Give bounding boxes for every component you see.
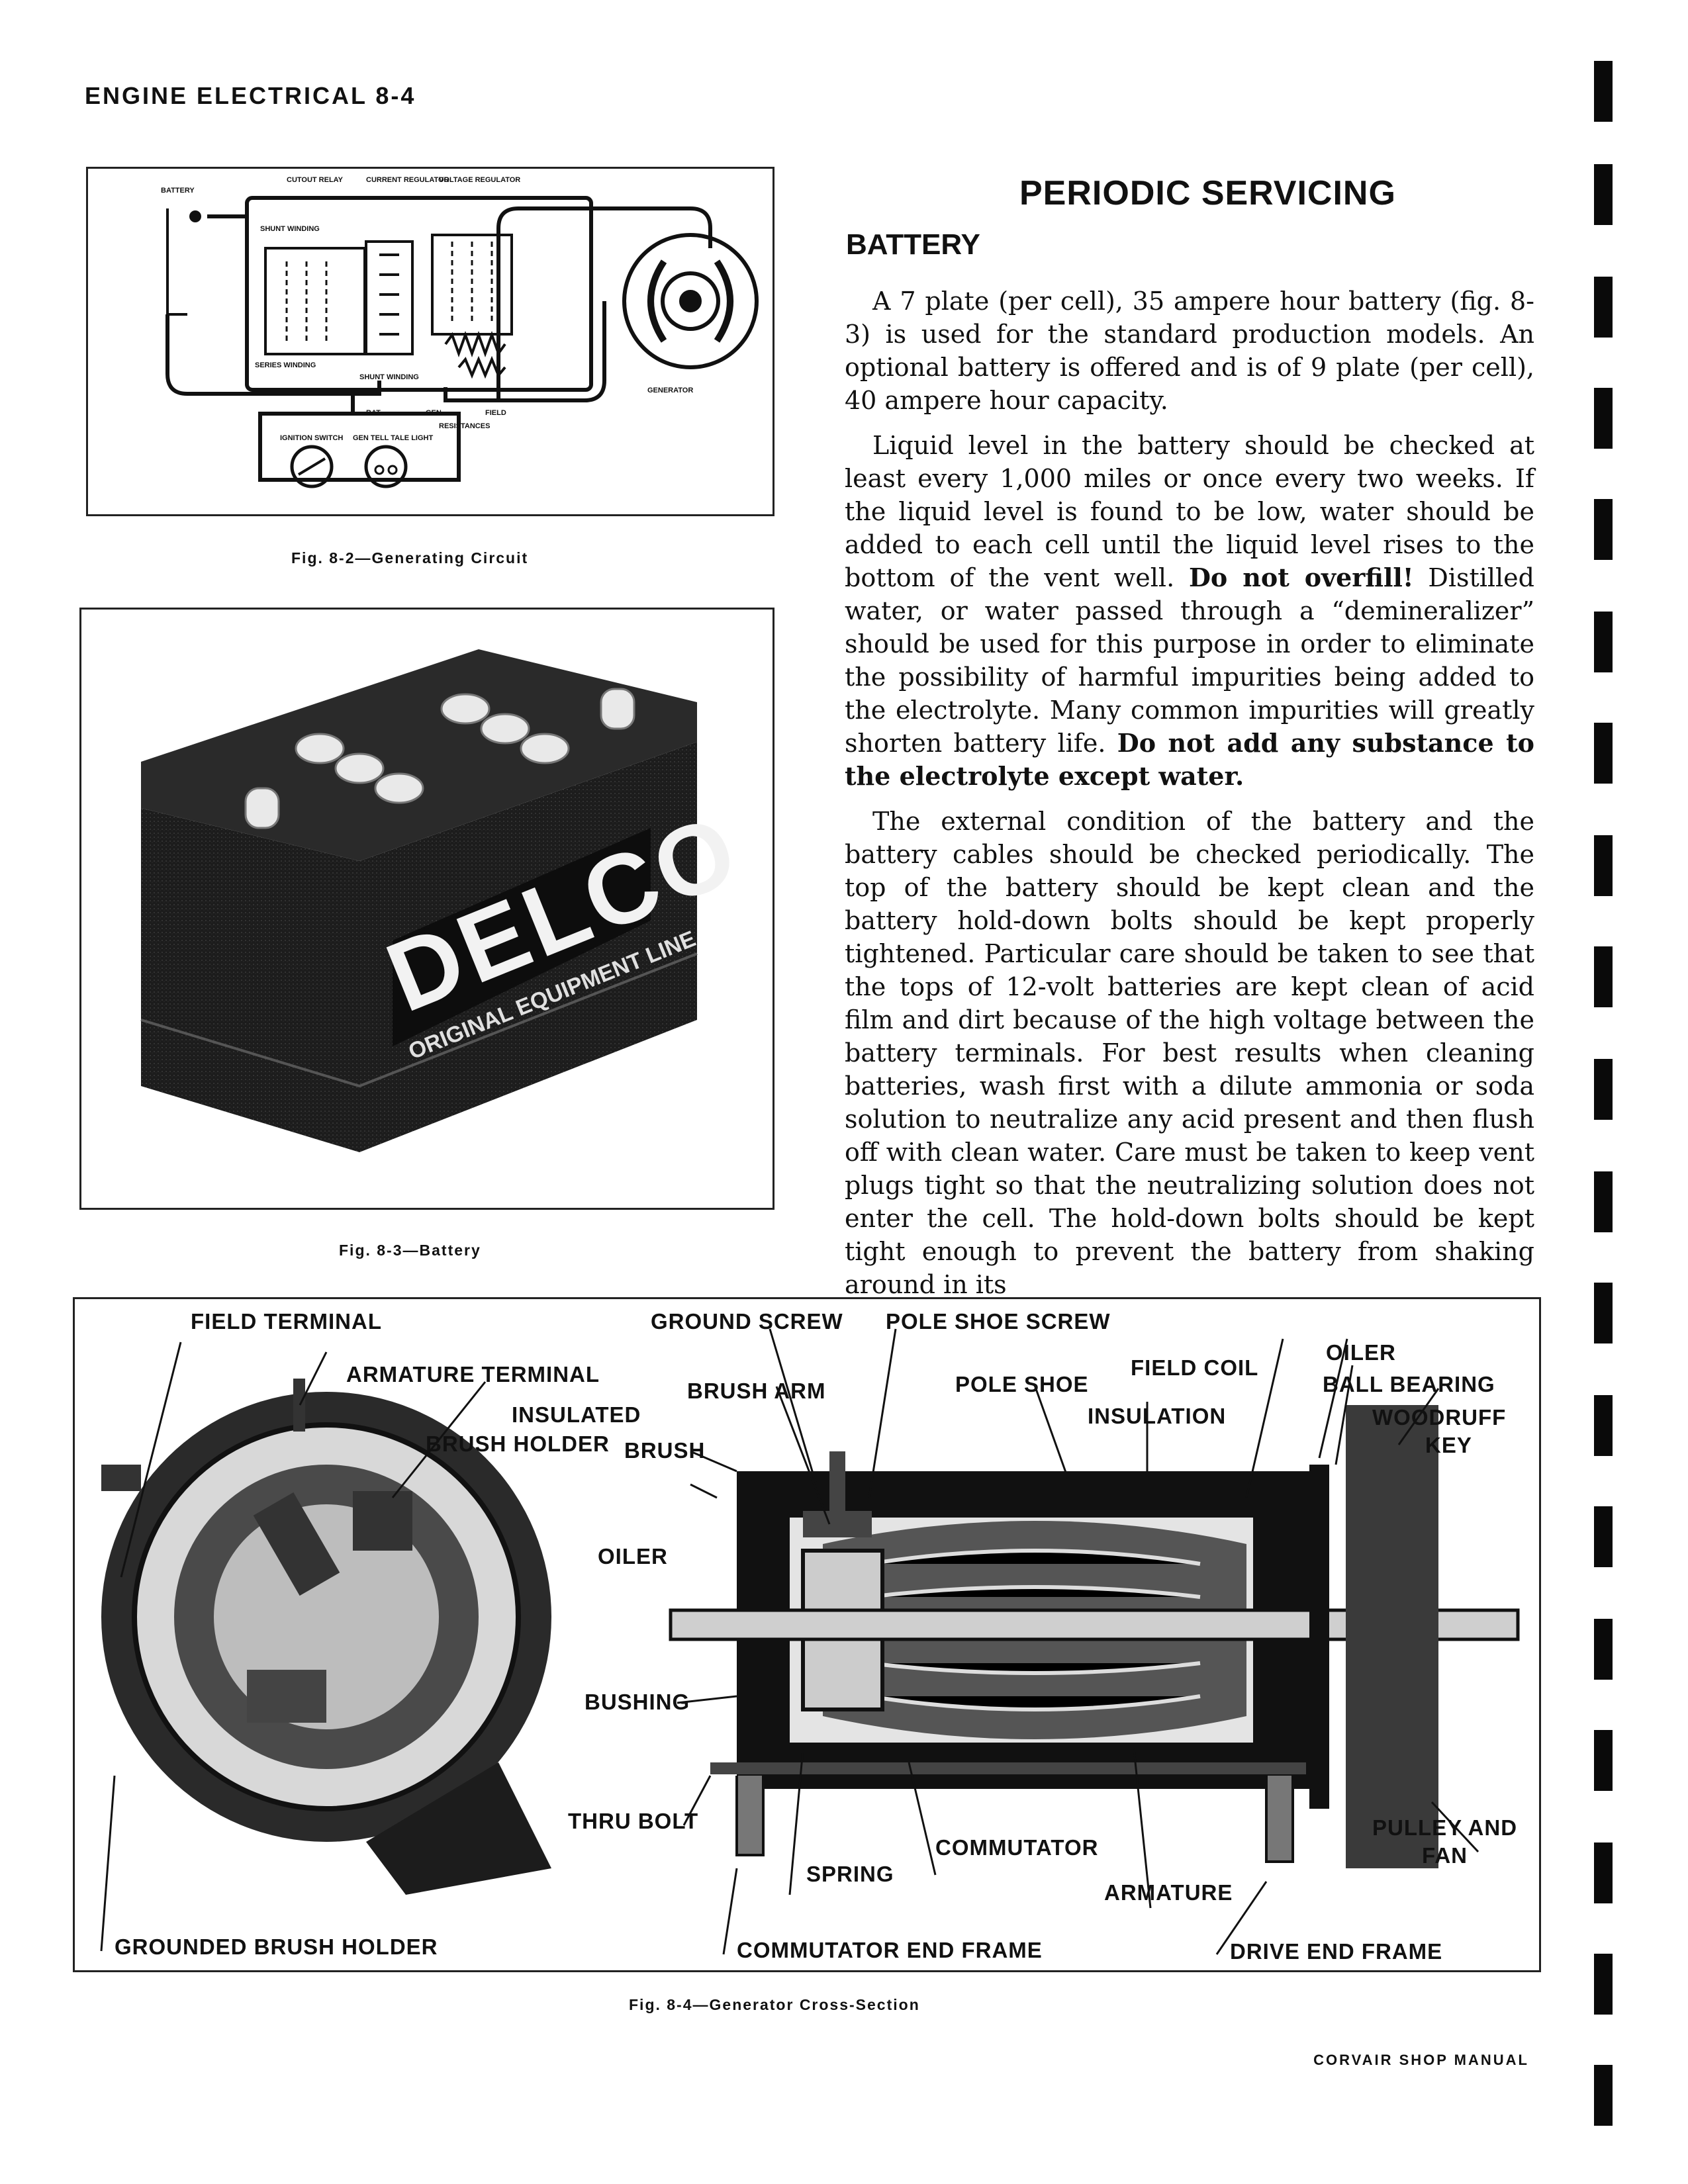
thru-bolt: [710, 1762, 1306, 1774]
fig-8-4-caption: Fig. 8-4—Generator Cross-Section: [629, 1996, 920, 2013]
tell-tale-light: [364, 445, 408, 488]
label-field-coil: FIELD COIL: [1131, 1355, 1258, 1380]
paragraph-3: The external condition of the battery an…: [845, 807, 1534, 1299]
paragraph-2-bold: Do not overfill!: [1188, 563, 1414, 592]
label-shunt-1: SHUNT WINDING: [260, 225, 320, 233]
label-ignition: IGNITION SWITCH: [280, 434, 343, 442]
binder-mark: [1594, 946, 1613, 1007]
label-generator: GENERATOR: [647, 387, 693, 394]
fig-8-3-caption: Fig. 8-3—Battery: [339, 1242, 481, 1259]
section-heading: PERIODIC SERVICING: [1019, 174, 1396, 212]
label-pole-shoe: POLE SHOE: [955, 1372, 1089, 1396]
label-brush-holder: BRUSH HOLDER: [426, 1432, 610, 1456]
label-pulley-and: PULLEY AND: [1372, 1815, 1517, 1840]
label-commutator-end-frame: COMMUTATOR END FRAME: [737, 1938, 1043, 1962]
circuit-diagram: BATTERY CUTOUT RELAY CURRENT REGULATOR V…: [161, 176, 759, 488]
binder-mark: [1594, 164, 1613, 225]
label-commutator: COMMUTATOR: [935, 1835, 1098, 1860]
label-armature: ARMATURE: [1104, 1880, 1233, 1905]
battery-side: [141, 808, 359, 1152]
binder-mark: [1594, 1059, 1613, 1120]
binder-mark: [1594, 1843, 1613, 1903]
label-voltage: VOLTAGE REGULATOR: [439, 176, 520, 184]
binder-mark: [1594, 612, 1613, 672]
battery-illustration: DELCO ORIGINAL EQUIPMENT LINE: [140, 649, 755, 1152]
binder-mark: [1594, 1395, 1613, 1456]
battery-top: [141, 649, 697, 861]
fig-8-2-generating-circuit: BATTERY CUTOUT RELAY CURRENT REGULATOR V…: [86, 167, 774, 516]
binder-mark: [1594, 1171, 1613, 1232]
label-series: SERIES WINDING: [255, 361, 316, 369]
generator-symbol: [622, 233, 759, 369]
binder-mark: [1594, 835, 1613, 896]
label-brush-arm: BRUSH ARM: [687, 1379, 825, 1403]
label-oiler-right: OILER: [1326, 1340, 1396, 1365]
subsection-heading: BATTERY: [846, 228, 980, 261]
ignition-switch: [290, 445, 334, 488]
voltage-regulator-coil: [431, 234, 513, 336]
binder-mark: [1594, 499, 1613, 560]
generator-illustration: FIELD TERMINAL ARMATURE TERMINAL INSULAT…: [100, 1309, 1520, 1964]
current-regulator-coil: [365, 240, 414, 355]
regulator-housing: [245, 196, 593, 392]
binder-mark: [1594, 1283, 1613, 1343]
label-grounded-brush-holder: GROUNDED BRUSH HOLDER: [115, 1934, 438, 1959]
binder-mark: [1594, 1619, 1613, 1680]
label-field: FIELD: [485, 409, 506, 417]
pulley: [1346, 1405, 1438, 1868]
binder-mark: [1594, 1730, 1613, 1791]
label-drive-end-frame: DRIVE END FRAME: [1230, 1939, 1442, 1964]
fig-8-2-caption: Fig. 8-2—Generating Circuit: [291, 549, 529, 567]
binder-mark: [1594, 1506, 1613, 1567]
page-header: ENGINE ELECTRICAL 8-4: [85, 82, 416, 109]
label-spring: SPRING: [806, 1862, 894, 1886]
binder-mark: [1594, 723, 1613, 784]
label-ball-bearing: BALL BEARING: [1323, 1372, 1495, 1396]
battery-text-column: A 7 plate (per cell), 35 ampere hour bat…: [845, 285, 1534, 1313]
label-current: CURRENT REGULATOR: [366, 176, 449, 184]
label-thru-bolt: THRU BOLT: [568, 1809, 698, 1833]
label-brush: BRUSH: [624, 1438, 705, 1463]
label-gen: GEN: [426, 409, 442, 417]
label-pole-shoe-screw: POLE SHOE SCREW: [886, 1309, 1111, 1334]
battery-caps: [244, 688, 635, 829]
label-ground-screw: GROUND SCREW: [651, 1309, 843, 1334]
label-cutout: CUTOUT RELAY: [287, 176, 344, 184]
label-woodruff: WOODRUFF: [1372, 1405, 1506, 1430]
page-footer: CORVAIR SHOP MANUAL: [1313, 2052, 1529, 2068]
paragraph-2-text-b: Distilled water, or water passed through…: [845, 563, 1534, 758]
binder-mark: [1594, 277, 1613, 338]
label-shunt-2: SHUNT WINDING: [359, 373, 419, 381]
cutout-relay-coil: [264, 247, 366, 355]
label-bushing: BUSHING: [585, 1690, 690, 1714]
label-fan: FAN: [1422, 1843, 1468, 1868]
paragraph-1: A 7 plate (per cell), 35 ampere hour bat…: [845, 287, 1534, 415]
paragraph-2-bold-b: Do not add any substance to the electrol…: [845, 728, 1534, 791]
paragraph-2: Liquid level in the battery should be ch…: [845, 429, 1534, 793]
binder-mark: [1594, 2065, 1613, 2126]
fig-8-4-generator-cross-section: FIELD TERMINAL ARMATURE TERMINAL INSULAT…: [73, 1297, 1541, 1972]
binder-mark: [1594, 388, 1613, 449]
label-panel: [393, 828, 651, 1046]
label-battery: BATTERY: [161, 187, 195, 195]
label-bat: BAT: [366, 409, 381, 417]
label-insulation: INSULATION: [1088, 1404, 1226, 1428]
label-key: KEY: [1425, 1433, 1472, 1457]
binder-mark: [1594, 1954, 1613, 2015]
label-telltale: GEN TELL TALE LIGHT: [353, 434, 433, 442]
label-oiler-left: OILER: [598, 1544, 668, 1569]
paragraph-2-text: Liquid level in the battery should be ch…: [845, 431, 1534, 592]
label-armature-terminal: ARMATURE TERMINAL: [346, 1362, 600, 1387]
fig-8-3-battery: DELCO ORIGINAL EQUIPMENT LINE: [79, 608, 774, 1210]
label-insulated: INSULATED: [512, 1402, 641, 1427]
generator-end-view: [101, 1379, 551, 1895]
label-resistances: RESISTANCES: [439, 422, 490, 430]
binder-mark: [1594, 61, 1613, 122]
label-field-terminal: FIELD TERMINAL: [191, 1309, 382, 1334]
generator-cross-section: [669, 1405, 1520, 1868]
